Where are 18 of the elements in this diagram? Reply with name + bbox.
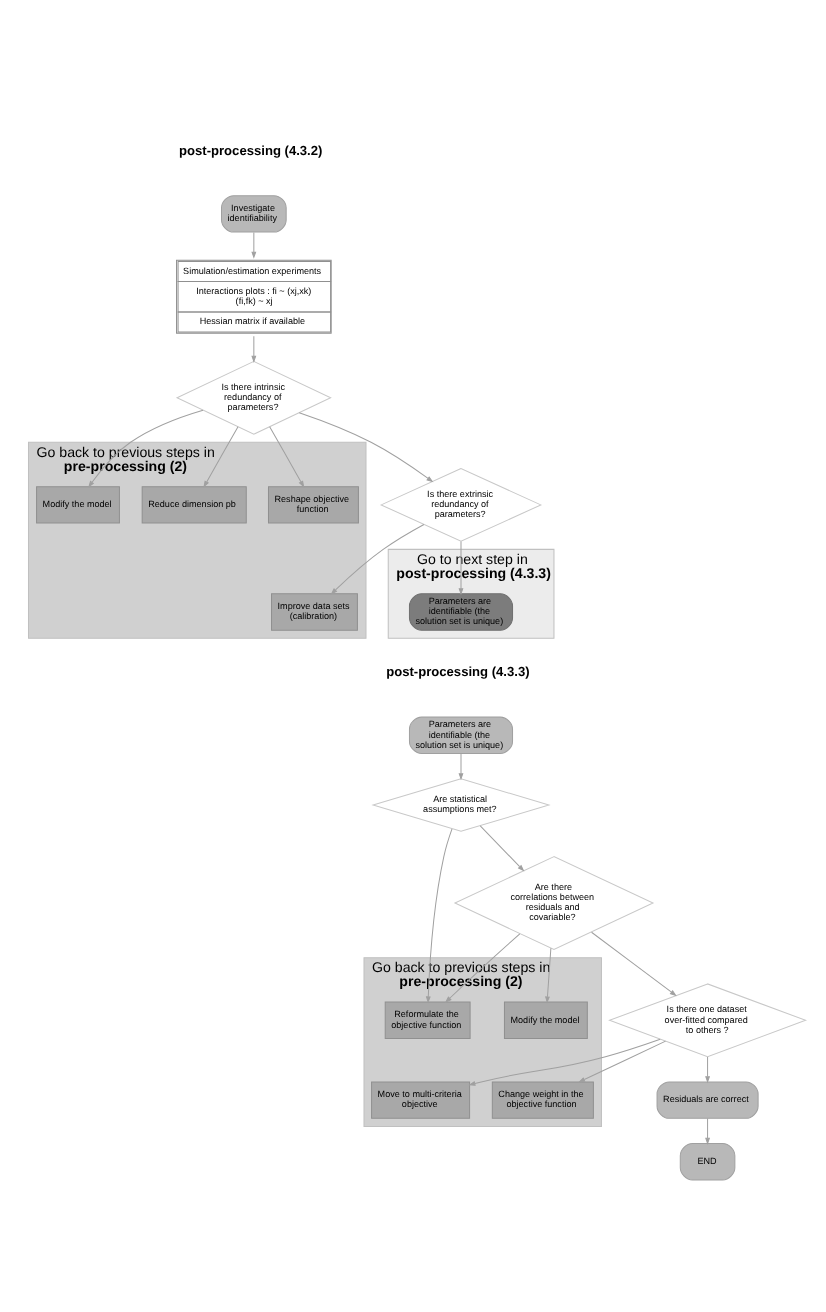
arrow [203,425,239,487]
arrow [88,408,204,487]
arrow [251,334,257,362]
arrow [468,1037,661,1085]
arrow [578,1039,667,1082]
arrow [458,752,464,780]
arrow [330,522,425,594]
arrow [444,932,521,1002]
arrow [479,824,525,871]
arrow [705,1116,711,1144]
arrow [425,827,453,1003]
arrow [705,1055,711,1083]
arrow [269,425,305,487]
arrow [298,411,434,482]
arrow [545,946,552,1003]
arrow [251,230,257,258]
arrow [458,540,464,595]
arrow [591,930,677,996]
